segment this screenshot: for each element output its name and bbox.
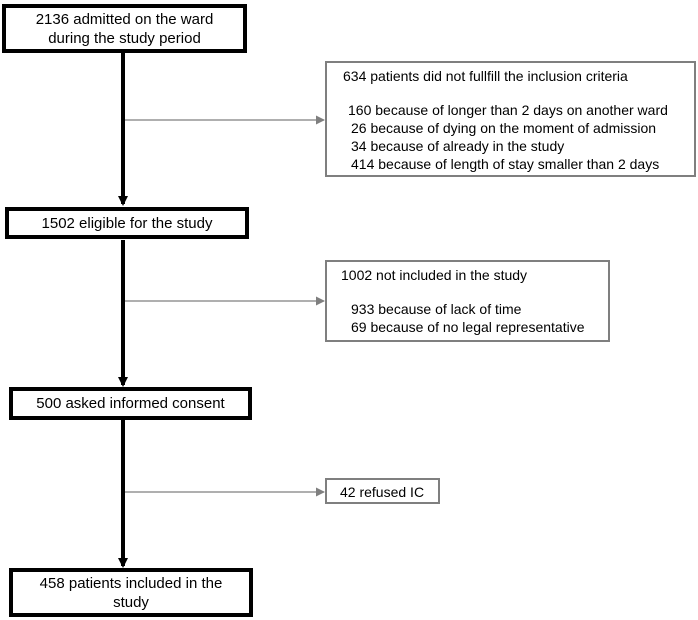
not-included-reasons: 933 because of lack of time 69 because o…: [341, 300, 608, 336]
refused-ic-box: 42 refused IC: [325, 478, 440, 504]
step-eligible-line-1: 1502 eligible for the study: [41, 214, 213, 232]
exclusion-criteria-reasons: 160 because of longer than 2 days on ano…: [343, 101, 694, 173]
step-asked-consent-line-1: 500 asked informed consent: [36, 395, 225, 412]
not-included-reason-1: 933 because of lack of time: [351, 301, 522, 317]
exclusion-reason-1: 160 because of longer than 2 days on ano…: [348, 102, 668, 118]
step-admitted: 2136 admitted on the ward during the stu…: [2, 4, 247, 53]
not-included-box: 1002 not included in the study 933 becau…: [325, 260, 610, 342]
step-included-line-1: 458 patients included in the: [39, 574, 223, 592]
exclusion-reason-3: 34 because of already in the study: [351, 138, 565, 154]
not-included-reason-2: 69 because of no legal representative: [351, 319, 585, 335]
not-included-heading: 1002 not included in the study: [341, 267, 528, 283]
exclusion-criteria-box: 634 patients did not fullfill the inclus…: [325, 61, 696, 177]
exclusion-criteria-heading: 634 patients did not fullfill the inclus…: [343, 68, 628, 84]
step-included-line-2: study: [113, 593, 149, 611]
step-included: 458 patients included in the study: [9, 568, 253, 617]
step-asked-consent: 500 asked informed consent: [9, 387, 252, 420]
exclusion-reason-4: 414 because of length of stay smaller th…: [351, 156, 660, 172]
exclusion-reason-2: 26 because of dying on the moment of adm…: [351, 120, 657, 136]
step-admitted-line-1: 2136 admitted on the ward: [35, 10, 214, 28]
step-admitted-line-2: during the study period: [48, 29, 201, 47]
refused-ic-heading: 42 refused IC: [340, 484, 425, 500]
step-eligible: 1502 eligible for the study: [5, 207, 249, 239]
